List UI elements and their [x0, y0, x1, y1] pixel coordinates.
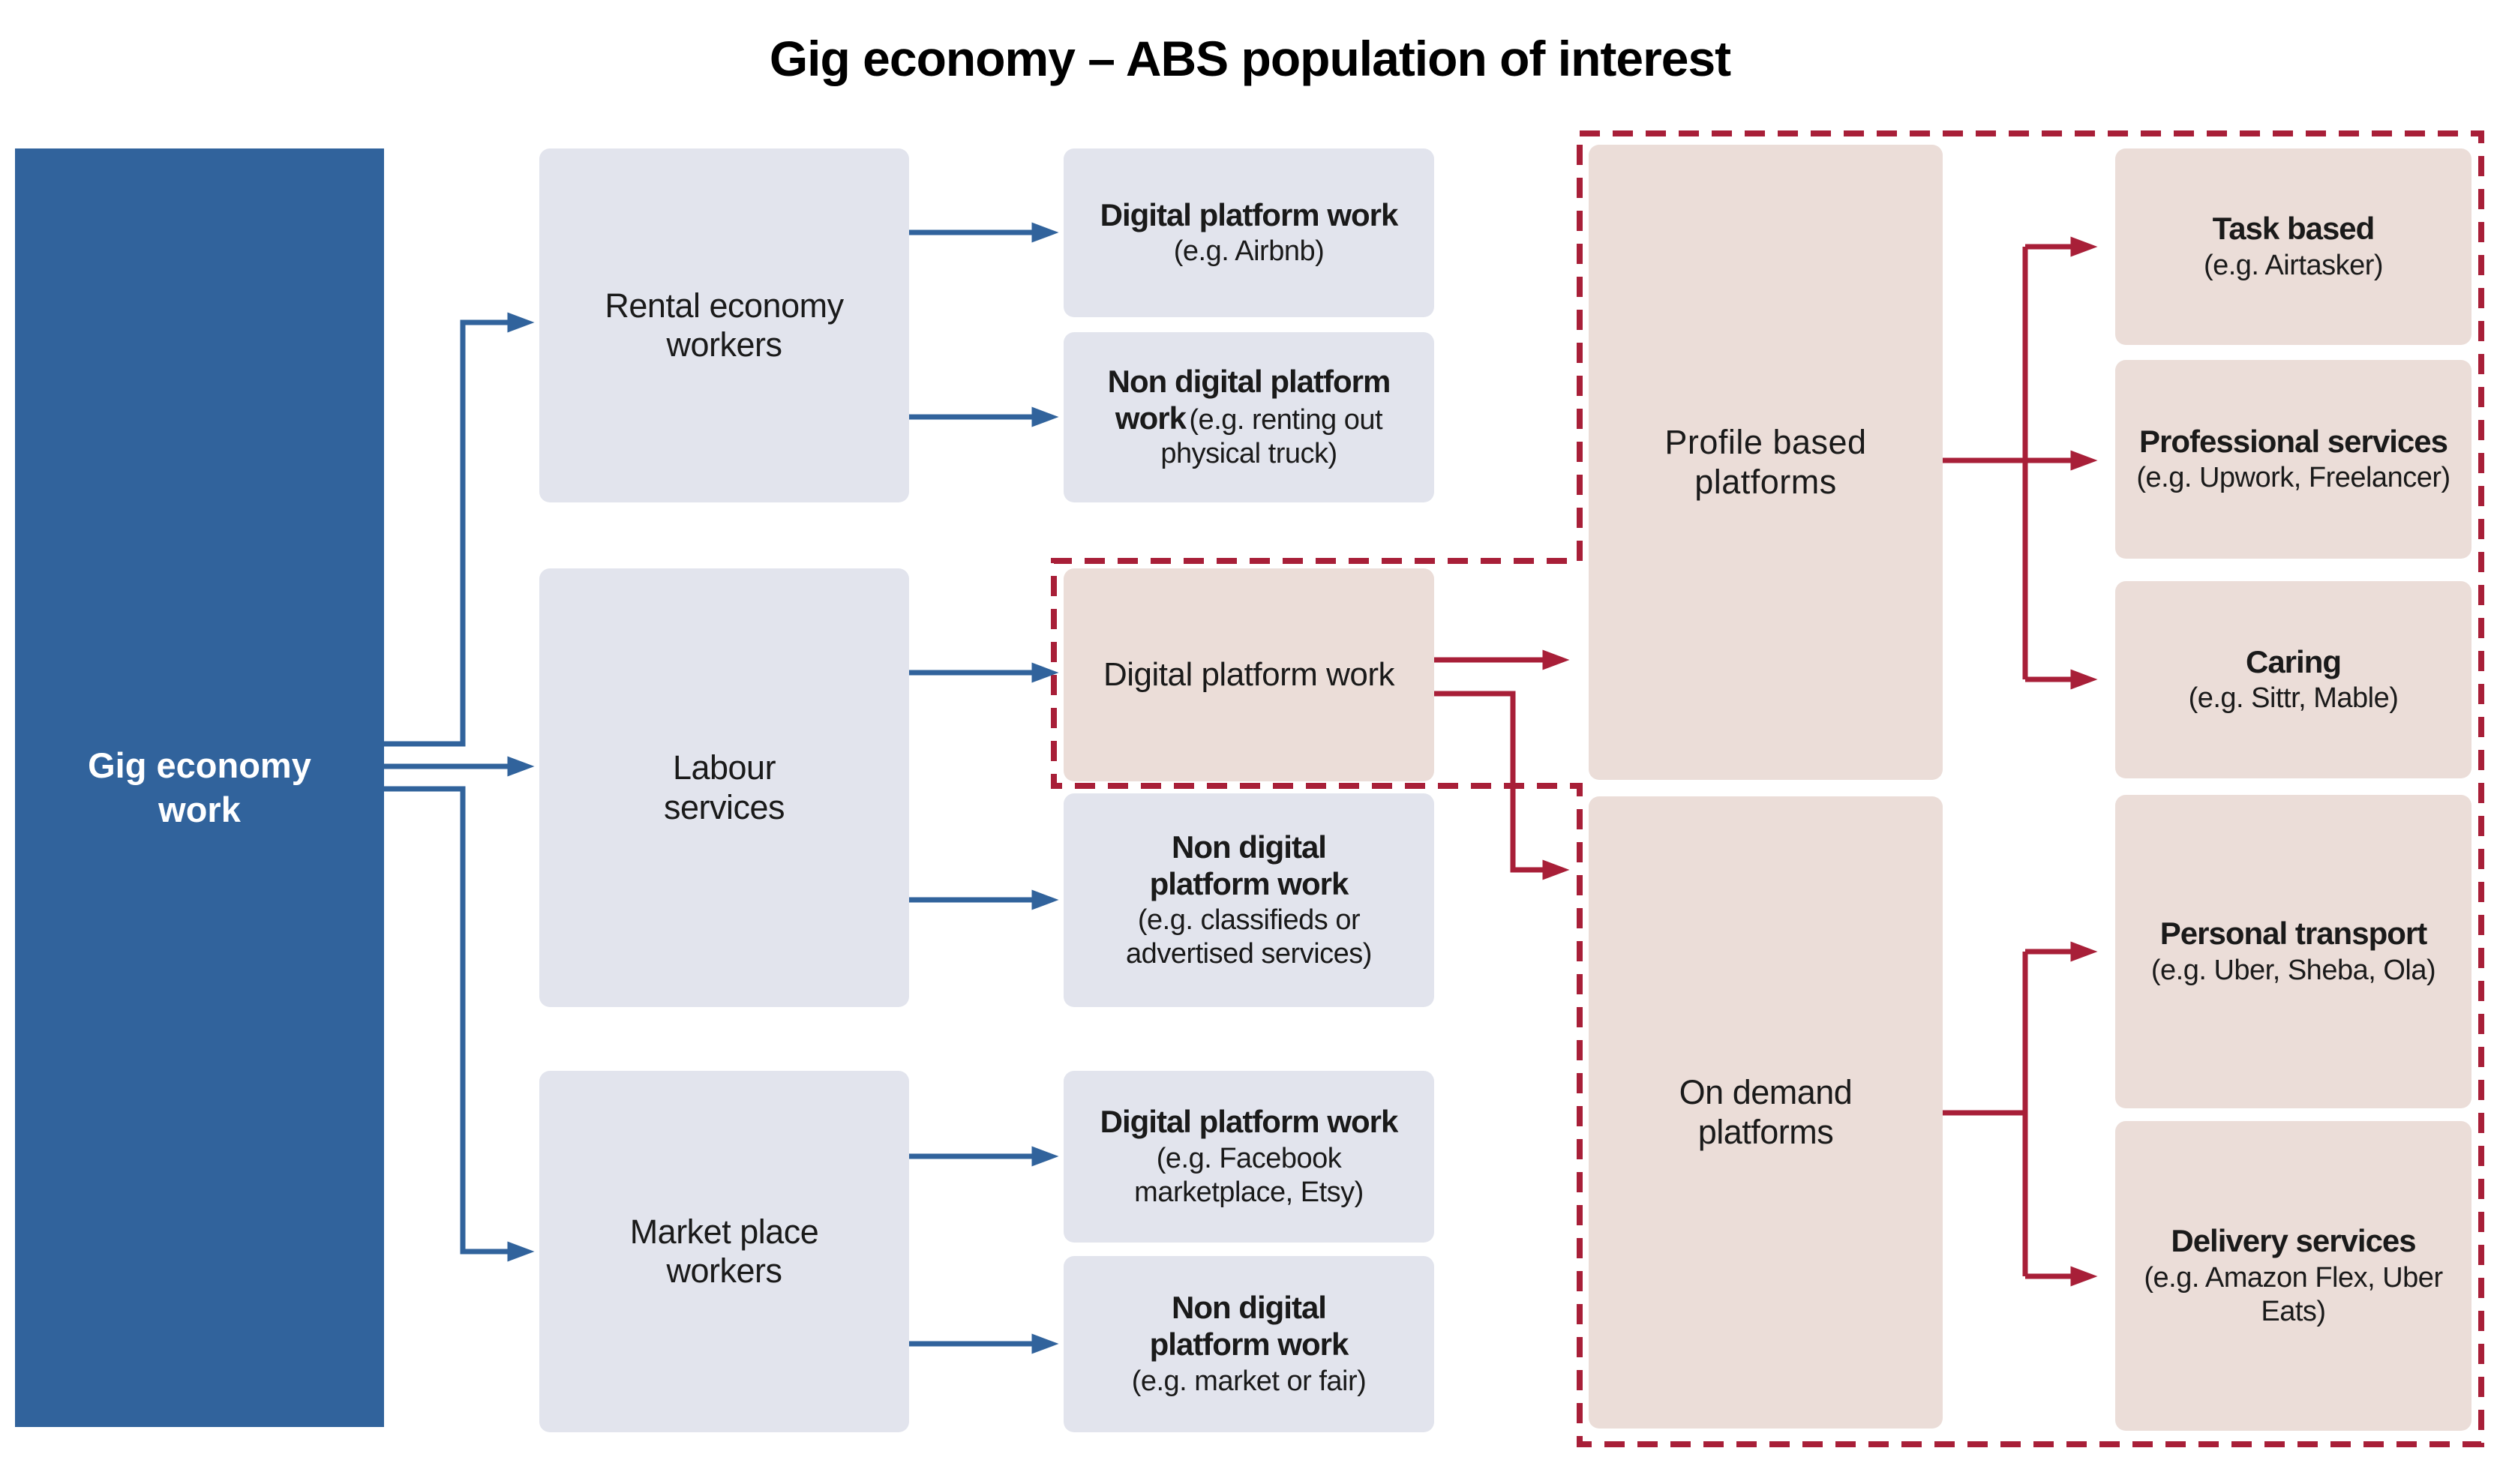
node-label: Personal transport — [2159, 916, 2427, 952]
node-example: (e.g. Uber, Sheba, Ola) — [2150, 954, 2436, 986]
node-labour-services: Labour services — [539, 568, 909, 1007]
node-profile-based-platforms: Profile based platforms — [1589, 145, 1943, 780]
node-label: Market place workers — [629, 1212, 819, 1290]
node-example: (e.g. Facebook marketplace, Etsy) — [1134, 1143, 1364, 1208]
node-example: (e.g. Airtasker) — [2203, 249, 2384, 281]
connector-digital-to-on-demand — [1434, 691, 1570, 880]
node-on-demand-platforms: On demand platforms — [1589, 796, 1943, 1429]
node-label: Rental economy workers — [605, 286, 844, 364]
node-labour-non-digital-platform-work: Non digital platform work (e.g. classifi… — [1064, 793, 1434, 1007]
node-example: (e.g. market or fair) — [1131, 1365, 1367, 1397]
node-task-based: Task based (e.g. Airtasker) — [2115, 148, 2471, 345]
node-market-digital-platform-work: Digital platform work (e.g. Facebook mar… — [1064, 1071, 1434, 1243]
node-label: Profile based platforms — [1664, 423, 1867, 501]
connector-root-to-market — [384, 786, 535, 1262]
node-example: (e.g. Amazon Flex, Uber Eats) — [2144, 1262, 2443, 1327]
node-market-non-digital-platform-work: Non digital platform work (e.g. market o… — [1064, 1256, 1434, 1432]
node-caring: Caring (e.g. Sittr, Mable) — [2115, 581, 2471, 778]
node-label: Gig economy work — [88, 745, 311, 829]
node-label: Digital platform work — [1100, 1104, 1399, 1140]
node-example: (e.g. Upwork, Freelancer) — [2136, 462, 2450, 494]
node-example: (e.g. Airbnb) — [1173, 235, 1325, 268]
node-professional-services: Professional services (e.g. Upwork, Free… — [2115, 360, 2471, 559]
node-label: Labour services — [663, 748, 785, 826]
node-labour-digital-platform-work: Digital platform work — [1064, 568, 1434, 781]
node-delivery-services: Delivery services (e.g. Amazon Flex, Ube… — [2115, 1121, 2471, 1431]
node-example: (e.g. renting out physical truck) — [1160, 404, 1383, 469]
node-label: Non digital platform work — [1149, 1290, 1349, 1363]
node-label: Digital platform work — [1100, 196, 1399, 232]
node-market-place-workers: Market place workers — [539, 1071, 909, 1432]
node-rental-digital-platform-work: Digital platform work (e.g. Airbnb) — [1064, 148, 1434, 317]
node-label: Delivery services — [2171, 1223, 2416, 1259]
node-personal-transport: Personal transport (e.g. Uber, Sheba, Ol… — [2115, 795, 2471, 1108]
node-rental-economy-workers: Rental economy workers — [539, 148, 909, 502]
connector-root-to-rental — [384, 312, 535, 747]
node-example: (e.g. classifieds or advertised services… — [1126, 904, 1372, 970]
node-label: Digital platform work — [1103, 656, 1395, 694]
node-gig-economy-work: Gig economy work — [15, 148, 384, 1427]
node-example: (e.g. Sittr, Mable) — [2188, 682, 2399, 715]
diagram-title: Gig economy – ABS population of interest — [769, 31, 1731, 86]
node-label: Non digital platform work — [1149, 829, 1349, 901]
node-rental-non-digital-platform-work: Non digital platform work (e.g. renting … — [1064, 332, 1434, 502]
node-label: Caring — [2245, 643, 2342, 679]
node-label: Task based — [2212, 211, 2375, 247]
node-label: Professional services — [2139, 423, 2448, 459]
node-label: On demand platforms — [1679, 1073, 1853, 1151]
